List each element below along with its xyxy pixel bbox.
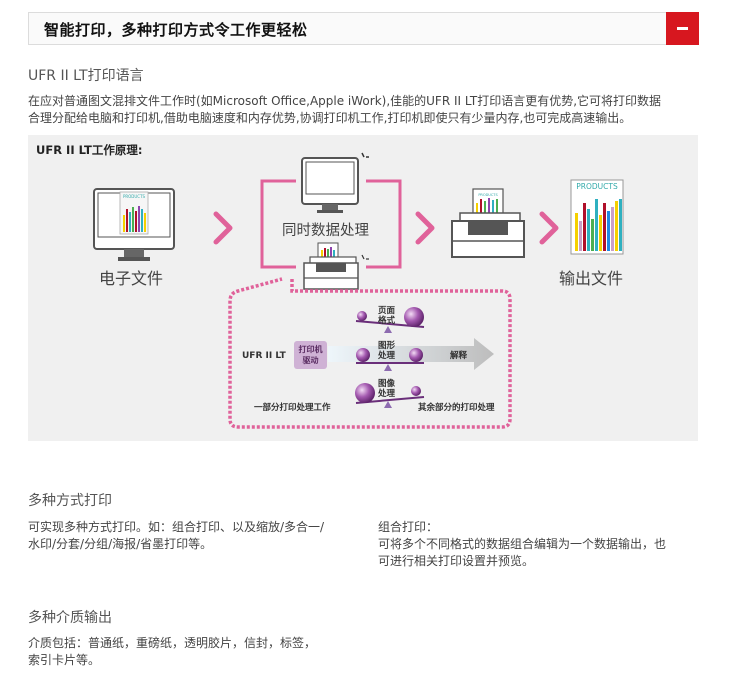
balance-label: 页面 格式 — [378, 306, 395, 326]
balance-label-line: 处理 — [378, 389, 396, 399]
multi-print-description: 可实现多种方式打印。如：组合打印、以及缩放/多合一/ 水印/分套/分组/海报/省… — [28, 519, 368, 553]
printer-icon — [303, 242, 369, 290]
svg-text:PRODUCTS: PRODUCTS — [123, 194, 146, 199]
combined-print-line: 组合打印： — [378, 520, 439, 534]
collapse-button[interactable] — [666, 12, 699, 45]
minus-icon — [677, 27, 688, 30]
svg-text:PRODUCTS: PRODUCTS — [478, 193, 498, 197]
chevron-right-icon — [213, 211, 233, 245]
multi-print-title: 多种方式打印 — [28, 493, 112, 509]
chevron-right-icon — [415, 211, 435, 245]
ufr-description: 在应对普通图文混排文件工作时(如Microsoft Office,Apple i… — [28, 93, 708, 127]
driver-label-line: 驱动 — [302, 356, 319, 365]
multi-print-line: 可实现多种方式打印。如：组合打印、以及缩放/多合一/ — [28, 520, 325, 534]
balance-scales — [355, 307, 425, 408]
ufr-description-line: 在应对普通图文混排文件工作时(如Microsoft Office,Apple i… — [28, 94, 662, 108]
computer-icon — [301, 152, 369, 213]
printer-driver-box: 打印机 驱动 — [294, 341, 327, 369]
ufr-diagram: UFR II LT工作原理: PRODUCTS 电子文件 同时数据处理 — [28, 135, 698, 441]
combined-print-description: 组合打印： 可将多个不同格式的数据组合编辑为一个数据输出，也 可进行相关打印设置… — [378, 519, 708, 570]
balance-label-line: 页面 — [378, 306, 396, 316]
output-document-icon: PRODUCTS — [570, 179, 624, 255]
interpret-label: 解释 — [450, 351, 468, 361]
driver-label-line: 打印机 — [298, 345, 323, 354]
balance-label-line: 处理 — [378, 351, 396, 361]
svg-text:PRODUCTS: PRODUCTS — [576, 182, 618, 191]
balance-label-line: 格式 — [378, 316, 396, 326]
multi-print-line: 水印/分套/分组/海报/省墨打印等。 — [28, 537, 213, 551]
ufr-section-title: UFR II LT打印语言 — [28, 68, 144, 84]
step-simultaneous-processing-label: 同时数据处理 — [282, 223, 369, 239]
step-output-file-label: 输出文件 — [559, 269, 624, 288]
left-caption: 一部分打印处理工作 — [254, 403, 331, 413]
step-electronic-file-label: 电子文件 — [99, 269, 164, 288]
media-description: 介质包括：普通纸，重磅纸，透明胶片，信封，标签， 索引卡片等。 — [28, 635, 368, 669]
balance-label: 图形 处理 — [378, 341, 395, 361]
media-title: 多种介质输出 — [28, 610, 112, 626]
balance-label-line: 图形 — [378, 341, 396, 351]
processing-frame — [260, 179, 402, 269]
right-caption: 其余部分的打印处理 — [418, 403, 495, 413]
combined-print-line: 可进行相关打印设置并预览。 — [378, 554, 535, 568]
diagram-label: UFR II LT工作原理: — [36, 143, 143, 157]
detail-frame — [228, 277, 512, 429]
balance-label-line: 图像 — [378, 379, 396, 389]
ufr-description-line: 合理分配给电脑和打印机,借助电脑速度和内存优势,协调打印机工作,打印机即使只有少… — [28, 111, 632, 125]
section-header: 智能打印，多种打印方式令工作更轻松 — [28, 12, 699, 45]
printer-output-icon: PRODUCTS — [451, 188, 525, 258]
ufr-label: UFR II LT — [242, 351, 286, 361]
section-header-title: 智能打印，多种打印方式令工作更轻松 — [44, 21, 308, 39]
monitor-icon: PRODUCTS — [93, 188, 175, 261]
media-line: 介质包括：普通纸，重磅纸，透明胶片，信封，标签， — [28, 636, 317, 650]
chevron-right-icon — [539, 211, 559, 245]
balance-label: 图像 处理 — [378, 379, 395, 399]
combined-print-line: 可将多个不同格式的数据组合编辑为一个数据输出，也 — [378, 537, 667, 551]
media-line: 索引卡片等。 — [28, 653, 101, 667]
